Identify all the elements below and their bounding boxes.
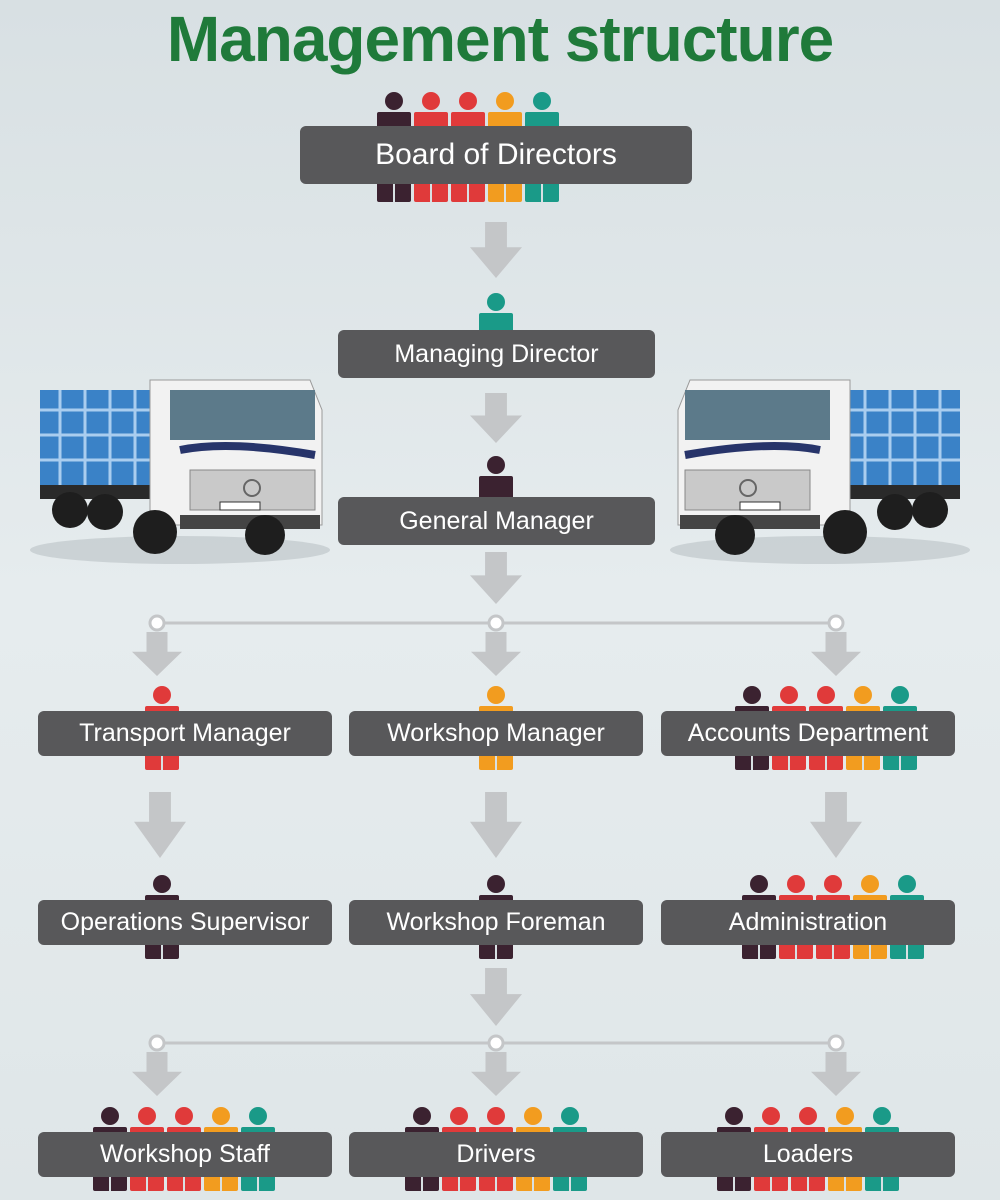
arrow-branch-accounts <box>811 632 861 676</box>
arrow-transport-to-ops <box>134 792 186 858</box>
general-manager-box: General Manager <box>338 497 655 545</box>
accounts-department-box: Accounts Department <box>661 711 955 756</box>
arrow-branch-workshop <box>471 632 521 676</box>
branch-connector-teams <box>148 1034 845 1052</box>
board-of-directors-box: Board of Directors <box>300 126 692 184</box>
operations-supervisor-box: Operations Supervisor <box>38 900 332 945</box>
workshop-staff-label: Workshop Staff <box>100 1140 270 1168</box>
arrow-board-to-md <box>470 222 522 278</box>
accounts-department-label: Accounts Department <box>687 719 929 747</box>
transport-manager-box: Transport Manager <box>38 711 332 756</box>
branch-connector-managers <box>148 614 845 632</box>
workshop-manager-label: Workshop Manager <box>387 719 605 747</box>
managing-director-label: Managing Director <box>394 339 599 368</box>
drivers-box: Drivers <box>349 1132 643 1177</box>
loaders-box: Loaders <box>661 1132 955 1177</box>
workshop-foreman-box: Workshop Foreman <box>349 900 643 945</box>
truck-image-left <box>30 379 330 564</box>
drivers-label: Drivers <box>456 1140 536 1168</box>
loaders-label: Loaders <box>762 1140 854 1168</box>
workshop-foreman-label: Workshop Foreman <box>386 908 606 936</box>
arrow-branch-transport <box>132 632 182 676</box>
workshop-manager-box: Workshop Manager <box>349 711 643 756</box>
administration-label: Administration <box>728 908 888 936</box>
arrow-foreman-to-teams <box>470 968 522 1026</box>
arrow-workshop-to-foreman <box>470 792 522 858</box>
managing-director-box: Managing Director <box>338 330 655 378</box>
arrow-accounts-to-admin <box>810 792 862 858</box>
truck-image-right <box>670 379 970 564</box>
page-title: Management structure <box>166 3 834 75</box>
transport-manager-label: Transport Manager <box>79 719 291 747</box>
arrow-branch-staff <box>132 1052 182 1096</box>
operations-supervisor-label: Operations Supervisor <box>60 908 310 936</box>
arrow-md-to-gm <box>470 393 522 443</box>
general-manager-label: General Manager <box>399 506 594 535</box>
workshop-staff-box: Workshop Staff <box>38 1132 332 1177</box>
arrow-branch-loaders <box>811 1052 861 1096</box>
arrow-branch-drivers <box>471 1052 521 1096</box>
arrow-gm-to-branch <box>470 552 522 604</box>
administration-box: Administration <box>661 900 955 945</box>
board-of-directors-label: Board of Directors <box>375 138 617 171</box>
